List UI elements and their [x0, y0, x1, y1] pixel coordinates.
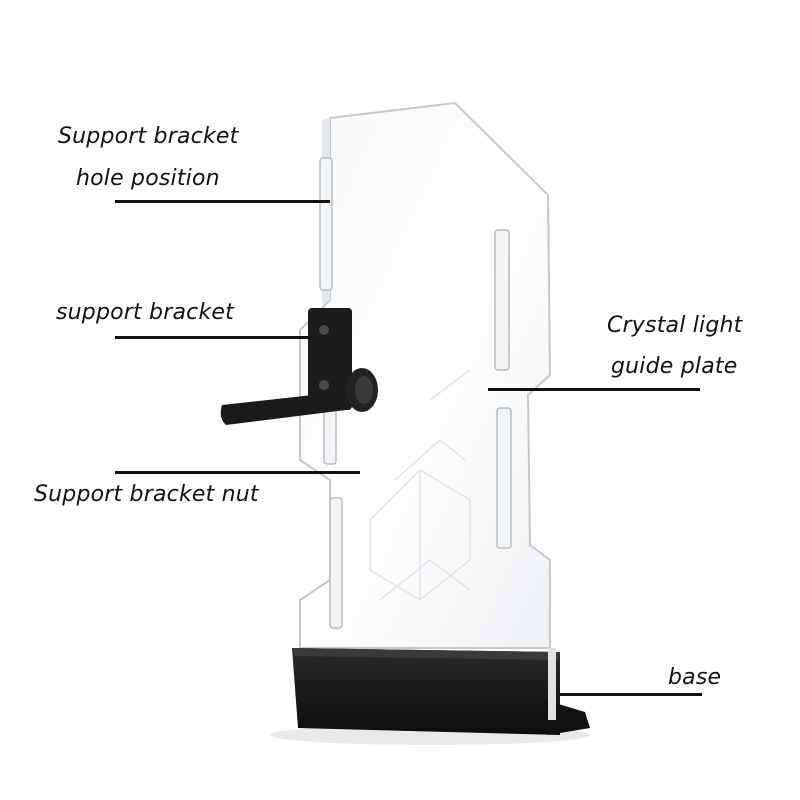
leader-hole-position	[115, 200, 330, 203]
label-hole-position-line2: hole position	[76, 166, 220, 191]
acrylic-plate	[299, 101, 552, 649]
leader-light-plate	[488, 388, 700, 391]
slot-hole	[494, 229, 510, 371]
leader-base	[560, 693, 702, 696]
label-light-plate-line1: Crystal light	[607, 313, 743, 338]
label-base: base	[668, 665, 722, 690]
leader-bracket-nut	[115, 471, 360, 474]
label-hole-position-line1: Support bracket	[58, 124, 239, 149]
leader-support-bracket	[115, 336, 311, 339]
slot-hole	[319, 157, 333, 291]
label-light-plate-line2: guide plate	[611, 354, 738, 379]
label-bracket-nut: Support bracket nut	[34, 482, 259, 507]
base-stand	[292, 648, 590, 735]
slot-hole	[496, 407, 512, 549]
support-bracket	[220, 308, 352, 425]
slot-hole	[329, 497, 343, 629]
bracket-nut	[346, 368, 378, 412]
label-support-bracket: support bracket	[56, 300, 234, 325]
engraved-pattern	[369, 369, 471, 601]
